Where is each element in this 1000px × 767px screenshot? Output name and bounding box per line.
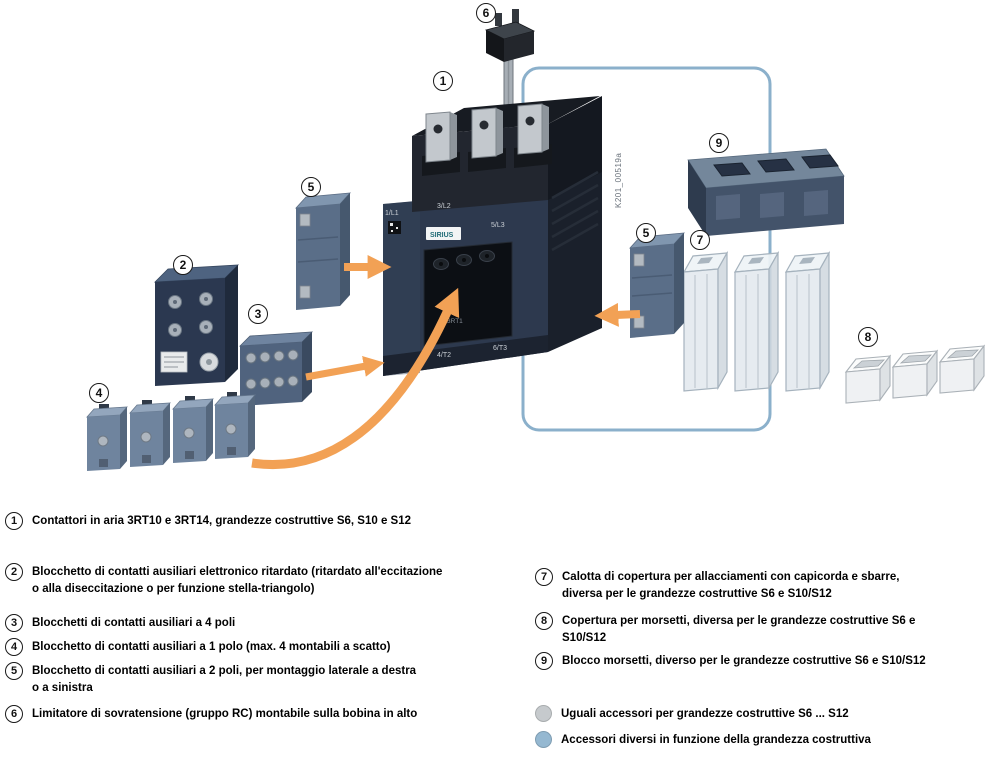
legend-text-gray-dot: Uguali accessori per grandezze costrutti… (561, 708, 849, 720)
legend-num-7: 7 (535, 568, 553, 586)
terminal-label-6T3: 6/T3 (493, 345, 507, 352)
exploded-diagram: SIRIUS 3RT1 1/L1 3/L2 5/L3 4/T2 6/T3 K20… (86, 9, 986, 471)
callout-3: 3 (248, 304, 268, 324)
legend-text-5: Blocchetto di contatti ausiliari a 2 pol… (32, 665, 417, 694)
legend-item-2: 2 Blocchetto di contatti ausiliari elett… (5, 563, 442, 598)
legend-text-blue-dot: Accessori diversi in funzione della gran… (561, 734, 871, 746)
legend-item-7: 7 Calotta di copertura per allacciamenti… (535, 568, 899, 603)
arrow-aux4-swoosh (251, 287, 460, 470)
legend-item-3: 3 Blocchetti di contatti ausiliari a 4 p… (5, 614, 235, 632)
arrow-aux3 (305, 356, 385, 381)
mounting-arrows (251, 255, 641, 470)
legend-num-4: 4 (5, 638, 23, 656)
arrow-aux5-right (594, 302, 641, 327)
aux-block-2 (153, 264, 240, 386)
legend-num-5: 5 (5, 662, 23, 680)
legend-text-4: Blocchetto di contatti ausiliari a 1 pol… (32, 641, 391, 653)
legend-num-6: 6 (5, 705, 23, 723)
callout-7: 7 (690, 230, 710, 250)
legend: 1 Contattori in aria 3RT10 e 3RT14, gran… (0, 505, 1000, 767)
legend-item-5: 5 Blocchetto di contatti ausiliari a 2 p… (5, 662, 416, 697)
legend-text-6: Limitatore di sovratensione (gruppo RC) … (32, 708, 418, 720)
datamatrix-code (388, 221, 401, 234)
legend-item-8: 8 Copertura per morsetti, diversa per le… (535, 612, 915, 647)
legend-dot-gray-item: Uguali accessori per grandezze costrutti… (535, 705, 849, 723)
callout-5-right: 5 (636, 223, 656, 243)
callout-6: 6 (476, 3, 496, 23)
transparent-covers-7 (682, 250, 831, 392)
blue-dot-icon (535, 731, 552, 748)
legend-num-2: 2 (5, 563, 23, 581)
legend-text-2: Blocchetto di contatti ausiliari elettro… (32, 566, 443, 595)
terminal-block-9 (687, 148, 845, 236)
callout-9: 9 (709, 133, 729, 153)
contactor-type-label: 3RT1 (447, 318, 463, 325)
rc-suppressor-block (484, 9, 536, 62)
callout-5-left: 5 (301, 177, 321, 197)
aux-block-3 (238, 331, 314, 406)
legend-item-9: 9 Blocco morsetti, diverso per le grande… (535, 652, 926, 670)
sirius-label: SIRIUS (430, 232, 454, 239)
figure-id-label: K201_00519a (614, 153, 623, 208)
legend-num-8: 8 (535, 612, 553, 630)
legend-num-3: 3 (5, 614, 23, 632)
gray-dot-icon (535, 705, 552, 722)
callout-4: 4 (89, 383, 109, 403)
terminal-label-1L1: 1/L1 (385, 210, 399, 217)
white-covers-8 (844, 344, 986, 404)
callout-8: 8 (858, 327, 878, 347)
aux-block-5-left (295, 192, 351, 310)
aux-block-5-right (629, 232, 685, 338)
callout-2: 2 (173, 255, 193, 275)
legend-text-7: Calotta di copertura per allacciamenti c… (562, 571, 900, 600)
contactor: SIRIUS 3RT1 1/L1 3/L2 5/L3 4/T2 6/T3 K20… (383, 96, 623, 376)
legend-text-8: Copertura per morsetti, diversa per le g… (562, 615, 916, 644)
legend-item-1: 1 Contattori in aria 3RT10 e 3RT14, gran… (5, 512, 411, 530)
legend-text-9: Blocco morsetti, diverso per le grandezz… (562, 655, 926, 667)
legend-item-4: 4 Blocchetto di contatti ausiliari a 1 p… (5, 638, 390, 656)
legend-text-1: Contattori in aria 3RT10 e 3RT14, grande… (32, 515, 411, 527)
aux-blocks-4 (86, 392, 256, 471)
terminal-label-5L3: 5/L3 (491, 222, 505, 229)
legend-num-9: 9 (535, 652, 553, 670)
legend-text-3: Blocchetti di contatti ausiliari a 4 pol… (32, 617, 236, 629)
terminal-label-3L2: 3/L2 (437, 203, 451, 210)
legend-dot-blue-item: Accessori diversi in funzione della gran… (535, 731, 871, 749)
terminal-label-4T2: 4/T2 (437, 352, 451, 359)
legend-item-6: 6 Limitatore di sovratensione (gruppo RC… (5, 705, 417, 723)
callout-1: 1 (433, 71, 453, 91)
legend-num-1: 1 (5, 512, 23, 530)
